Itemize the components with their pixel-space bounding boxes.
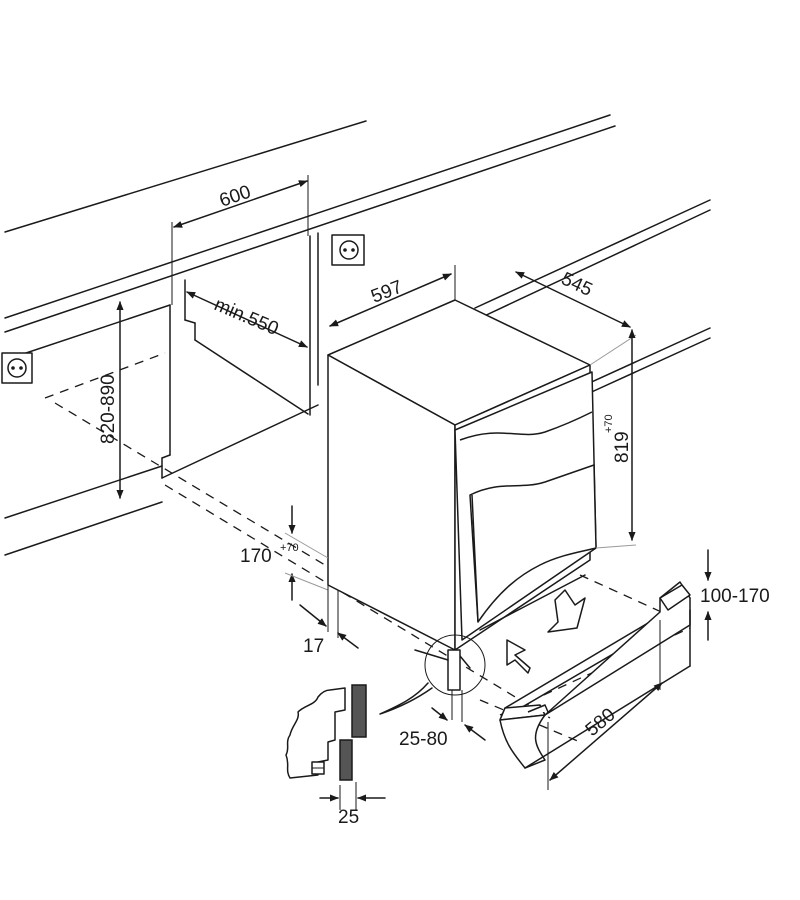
appliance-depth-label: 545 <box>558 268 596 300</box>
niche-depth-label: min.550 <box>211 294 281 340</box>
power-socket-icon <box>331 234 365 266</box>
appliance-height-label: 819 <box>612 431 633 463</box>
niche-width-label: 600 <box>217 182 254 212</box>
kitchen-cabinets <box>4 114 711 556</box>
top-clearance-label: 170 <box>240 546 272 567</box>
detail-callout <box>379 634 486 715</box>
flow-arrow-icon <box>506 639 531 674</box>
flow-arrow-icon <box>547 589 586 633</box>
plinth-height-label: 100-170 <box>700 586 770 607</box>
door-offset-label: 25-80 <box>399 729 448 750</box>
appliance-width-label: 597 <box>368 277 405 308</box>
appliance-body <box>327 299 597 669</box>
appliance-height-tolerance: +70 <box>603 414 615 433</box>
dimension-lines <box>116 175 712 802</box>
niche-height-label: 820-890 <box>98 374 119 444</box>
panel-recess-label: 17 <box>303 636 324 657</box>
power-socket-icon <box>1 352 33 384</box>
panel-cross-section <box>285 684 367 810</box>
panel-thickness-label: 25 <box>338 807 359 828</box>
plinth-board <box>499 581 691 769</box>
plinth-width-label: 580 <box>582 704 620 740</box>
top-clearance-tolerance: +70 <box>280 542 299 554</box>
